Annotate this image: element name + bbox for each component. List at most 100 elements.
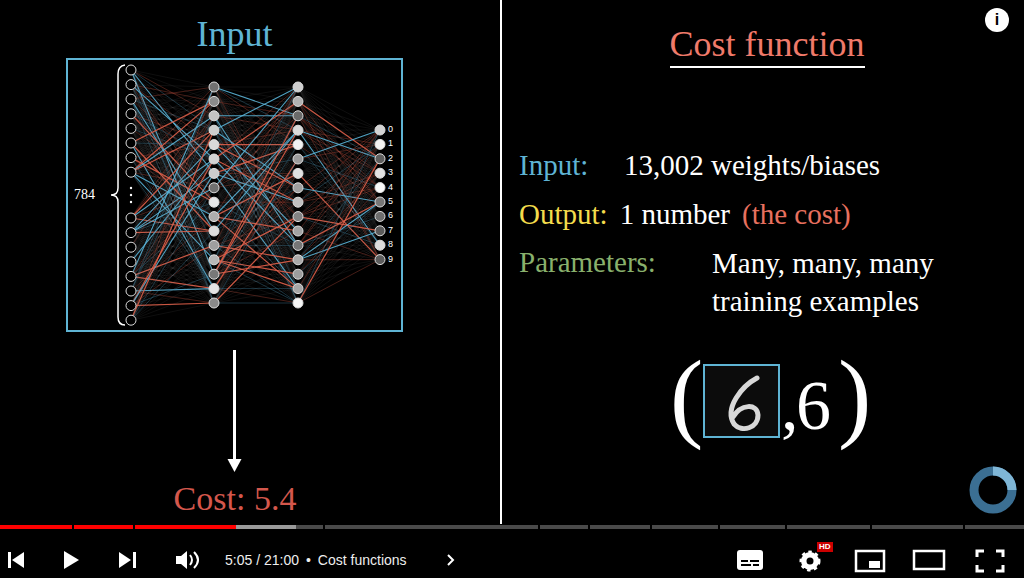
network-weight bbox=[131, 145, 214, 321]
captions-line bbox=[741, 564, 751, 566]
field-name: Parameters: bbox=[519, 248, 656, 277]
neuron bbox=[293, 168, 303, 178]
neuron bbox=[126, 242, 136, 252]
arrow-head bbox=[228, 459, 242, 472]
network-weight bbox=[131, 87, 214, 247]
arrow-shaft bbox=[233, 350, 236, 460]
network-weight bbox=[298, 116, 380, 145]
neuron bbox=[209, 183, 219, 193]
tuple-paren: ) bbox=[838, 346, 871, 446]
neuron bbox=[375, 183, 385, 193]
network-weight bbox=[298, 87, 380, 144]
previous-icon bbox=[8, 552, 24, 568]
neuron bbox=[209, 168, 219, 178]
neuron bbox=[293, 269, 303, 279]
network-weight bbox=[131, 85, 214, 260]
cost-value-text: Cost: 5.4 bbox=[174, 482, 297, 516]
network-weight bbox=[214, 245, 298, 303]
network-weight bbox=[298, 130, 380, 159]
network-weight bbox=[298, 101, 380, 158]
neuron bbox=[375, 197, 385, 207]
output-digit: 0 bbox=[388, 125, 393, 134]
section-title: Cost function bbox=[670, 26, 865, 68]
neuron bbox=[293, 255, 303, 265]
tuple-label: 6 bbox=[796, 371, 831, 441]
neuron bbox=[375, 168, 385, 178]
neuron bbox=[293, 111, 303, 121]
input-dots bbox=[130, 187, 132, 203]
neuron bbox=[293, 197, 303, 207]
output-digit: 1 bbox=[388, 139, 393, 148]
field-value: 1 number bbox=[620, 200, 730, 229]
digit-image-frame bbox=[704, 365, 779, 437]
output-digit: 6 bbox=[388, 211, 393, 220]
play-icon bbox=[64, 551, 79, 569]
neuron bbox=[293, 183, 303, 193]
miniplayer-icon bbox=[856, 551, 884, 571]
chapter-gap bbox=[870, 525, 872, 529]
field-value: Many, many, many training examples bbox=[712, 244, 997, 320]
layer-size: 784 bbox=[74, 188, 95, 202]
network-weight bbox=[298, 116, 380, 130]
flow-arrow bbox=[228, 350, 242, 472]
network-weight bbox=[214, 87, 298, 289]
chapter-gap bbox=[588, 525, 590, 529]
chapter-gaps bbox=[72, 525, 965, 529]
output-digit: 2 bbox=[388, 154, 393, 163]
network-weight bbox=[298, 144, 380, 303]
neuron bbox=[126, 65, 136, 75]
captions-icon bbox=[737, 550, 763, 570]
network-weight bbox=[131, 289, 214, 321]
network-weight bbox=[214, 87, 298, 173]
network-weight bbox=[214, 260, 298, 303]
neuron bbox=[209, 82, 219, 92]
network-weight bbox=[131, 231, 214, 320]
network-weight bbox=[298, 116, 380, 202]
output-digit: 9 bbox=[388, 255, 393, 264]
dot bbox=[130, 201, 132, 203]
network-weight bbox=[298, 130, 380, 260]
neuron bbox=[126, 301, 136, 311]
network-weight bbox=[131, 87, 214, 262]
network-weight bbox=[298, 130, 380, 217]
info-letter: i bbox=[995, 12, 999, 28]
chapter-gap bbox=[963, 525, 965, 529]
network-weight bbox=[214, 217, 298, 303]
network-weight bbox=[214, 87, 298, 145]
neuron bbox=[293, 298, 303, 308]
network-weight bbox=[298, 216, 380, 303]
info-icon bbox=[985, 8, 1009, 32]
output-digit: 8 bbox=[388, 240, 393, 249]
network-weight bbox=[298, 130, 380, 144]
neuron bbox=[126, 123, 136, 133]
spinner-arc bbox=[993, 471, 1012, 490]
network-weight bbox=[298, 130, 380, 245]
settings-gear bbox=[801, 552, 819, 570]
network-weight bbox=[298, 130, 380, 245]
neuron bbox=[126, 167, 136, 177]
neuron bbox=[126, 138, 136, 148]
neuron bbox=[209, 255, 219, 265]
neuron bbox=[209, 226, 219, 236]
network-weight bbox=[214, 87, 298, 88]
box-heading: Input bbox=[197, 16, 273, 52]
progress-buffered bbox=[0, 525, 296, 529]
neuron bbox=[375, 255, 385, 265]
brace bbox=[111, 65, 125, 325]
network-weight bbox=[214, 217, 298, 303]
captions-line bbox=[741, 560, 748, 562]
neural-network bbox=[126, 65, 385, 325]
network-weight bbox=[131, 70, 214, 303]
network-weight bbox=[298, 116, 380, 231]
network-weight bbox=[214, 87, 298, 303]
network-weight bbox=[214, 231, 298, 303]
spinner-ring bbox=[974, 471, 1012, 509]
neuron bbox=[126, 109, 136, 119]
neuron bbox=[293, 125, 303, 135]
neuron bbox=[209, 140, 219, 150]
network-weight bbox=[298, 245, 380, 303]
network-weight bbox=[214, 303, 298, 304]
field-name: Input: bbox=[519, 151, 588, 180]
network-weight bbox=[214, 87, 298, 289]
progress-bar bbox=[0, 525, 1024, 529]
